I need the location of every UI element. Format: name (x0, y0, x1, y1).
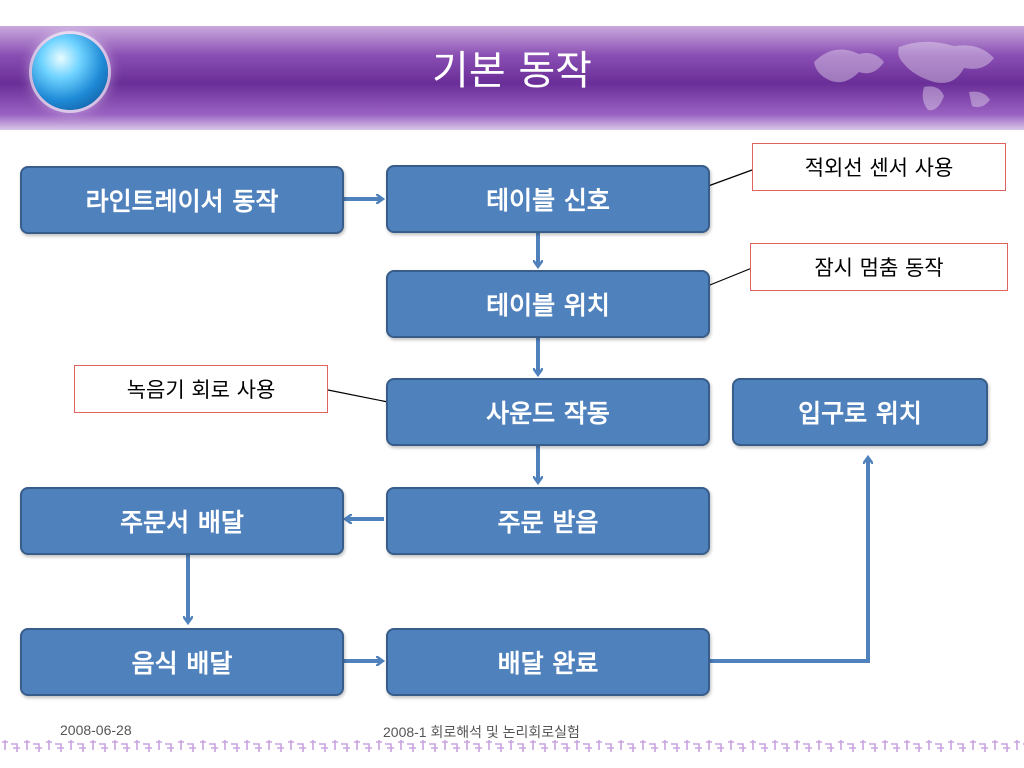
box-order-received: 주문 받음 (386, 487, 710, 555)
note-recorder: 녹음기 회로 사용 (74, 365, 328, 413)
world-map-icon (814, 41, 994, 111)
box-table-signal: 테이블 신호 (386, 165, 710, 233)
arrow-complete-to-entrance (710, 458, 868, 663)
globe-icon (32, 34, 108, 110)
box-sound-operation: 사운드 작동 (386, 378, 710, 446)
box-delivery-complete: 배달 완료 (386, 628, 710, 696)
box-food-delivery: 음식 배달 (20, 628, 344, 696)
footer-date: 2008-06-28 (60, 722, 132, 738)
header-banner: 기본 동작 (0, 26, 1024, 130)
box-entrance-position: 입구로 위치 (732, 378, 988, 446)
footer-course: 2008-1 회로해석 및 논리회로실험 (383, 724, 580, 740)
note-ir-sensor: 적외선 센서 사용 (752, 143, 1006, 191)
box-table-position: 테이블 위치 (386, 270, 710, 338)
slide-title: 기본 동작 (432, 48, 592, 94)
box-order-delivery: 주문서 배달 (20, 487, 344, 555)
note-pause: 잠시 멈춤 동작 (750, 243, 1008, 291)
decorative-pattern-band (0, 738, 1024, 756)
box-line-tracer: 라인트레이서 동작 (20, 166, 344, 234)
